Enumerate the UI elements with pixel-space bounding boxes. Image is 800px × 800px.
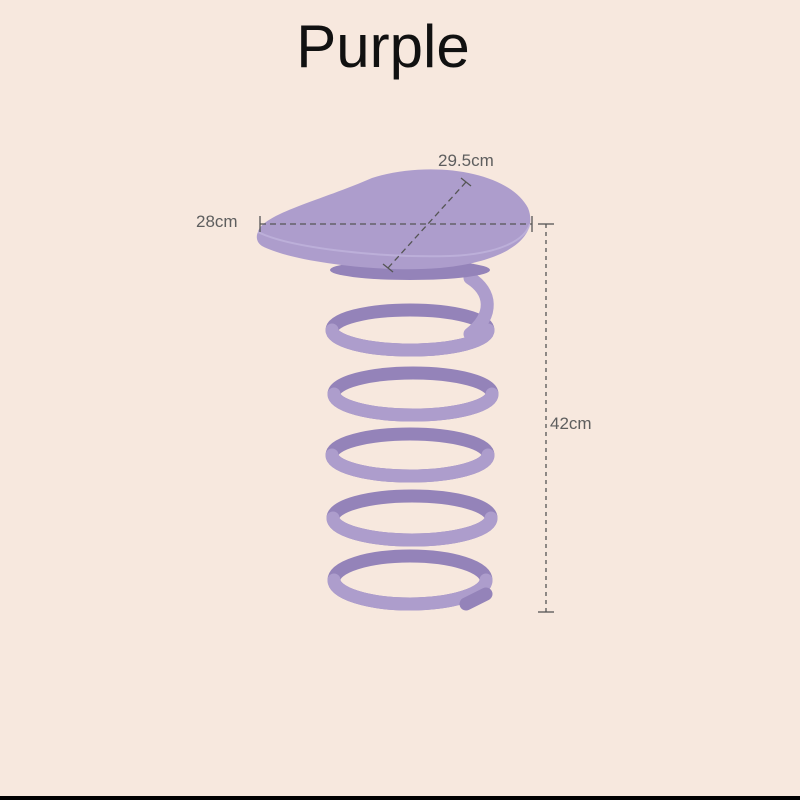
bottom-border	[0, 796, 800, 800]
color-name-title: Purple	[296, 13, 470, 80]
tray-top	[256, 169, 531, 270]
spring-coil	[325, 271, 499, 611]
height-dimension-label: 42cm	[550, 414, 592, 433]
dimension-lines	[259, 177, 554, 613]
width-dimension-label: 29.5cm	[438, 151, 494, 170]
depth-dimension-label: 28cm	[196, 212, 238, 231]
